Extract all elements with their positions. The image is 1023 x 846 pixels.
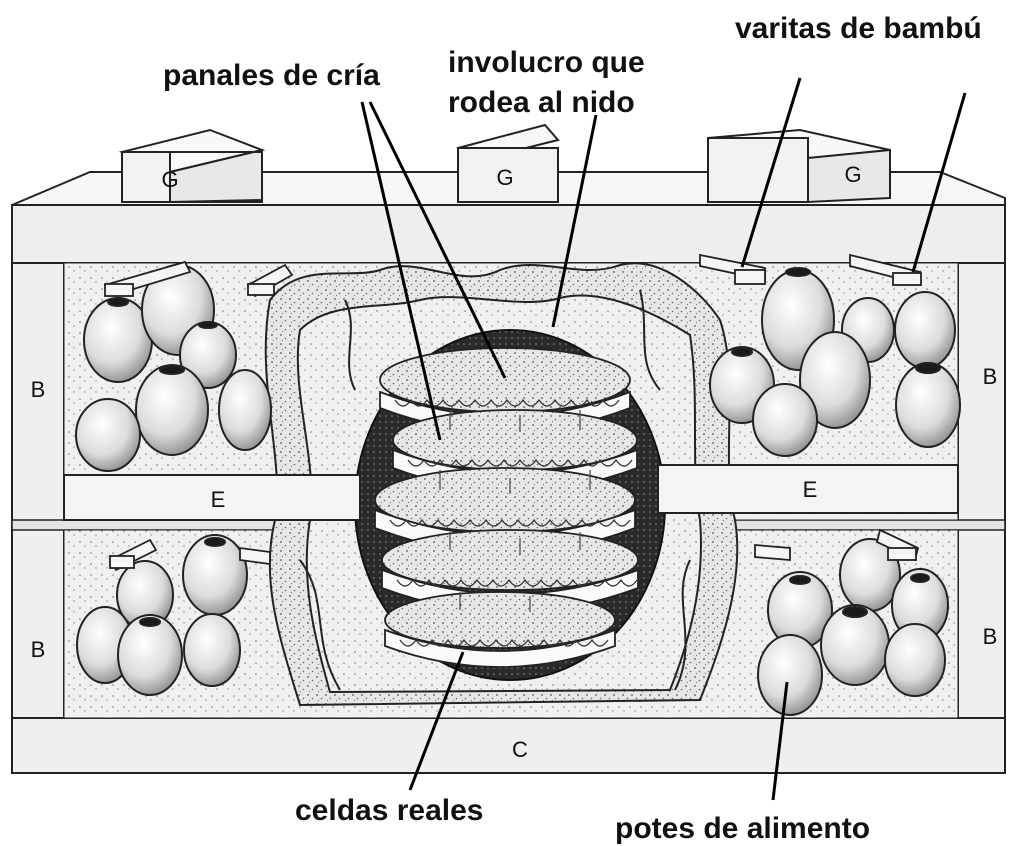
- box-letter-b-lower-left: B: [31, 637, 46, 662]
- box-letter-e-left: E: [211, 487, 226, 512]
- bottom-board: [12, 718, 1005, 773]
- label-involucrum-line1: involucro que: [448, 46, 645, 79]
- g-block-center: [458, 125, 558, 202]
- label-food-pots: potes de alimento: [615, 812, 870, 845]
- box-letter-g-center: G: [496, 165, 513, 190]
- box-letter-c: C: [512, 737, 528, 762]
- g-block-right: [708, 130, 890, 202]
- g-block-left: [122, 130, 262, 202]
- box-letter-b-upper-left: B: [31, 377, 46, 402]
- left-post: [12, 263, 64, 773]
- label-bamboo-sticks: varitas de bambú: [735, 12, 982, 45]
- brood-combs: [375, 348, 638, 667]
- label-royal-cells: celdas reales: [295, 794, 483, 827]
- lid-front: [12, 205, 1005, 263]
- label-brood-combs: panales de cría: [163, 59, 380, 92]
- box-letter-b-upper-right: B: [983, 364, 998, 389]
- box-letter-e-right: E: [803, 477, 818, 502]
- right-post: [958, 263, 1005, 773]
- box-letter-b-lower-right: B: [983, 624, 998, 649]
- label-involucrum-line2: rodea al nido: [448, 86, 635, 119]
- comb-disc: [385, 592, 615, 667]
- box-letter-g-right: G: [844, 162, 861, 187]
- box-letter-g-left: G: [161, 167, 178, 192]
